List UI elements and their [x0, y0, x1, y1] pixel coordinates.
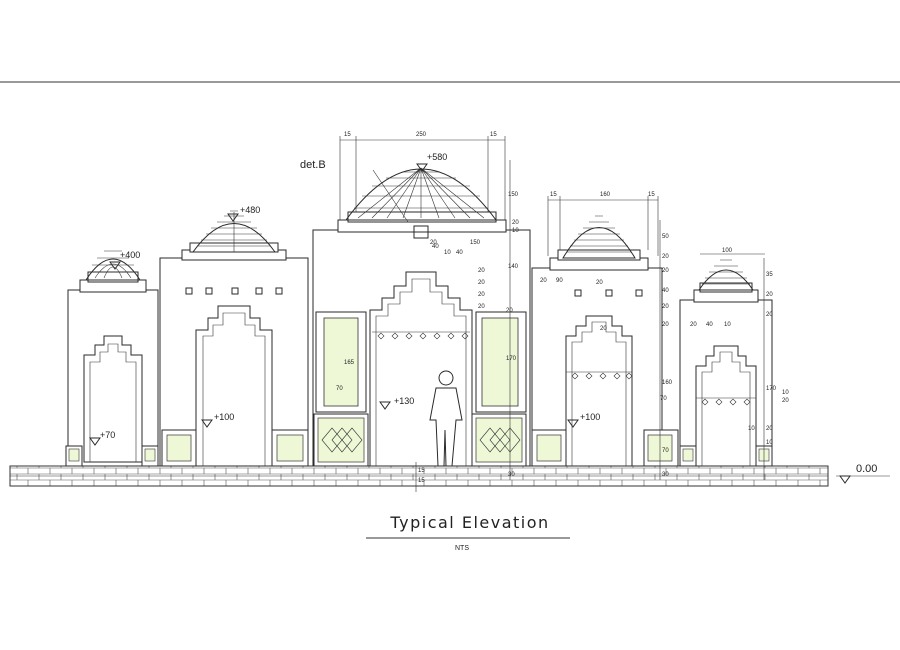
- dim-text: 70: [336, 386, 343, 392]
- dim-text: 15: [418, 478, 425, 484]
- dim-text: 20: [506, 308, 513, 314]
- dim-text: 50: [662, 234, 669, 240]
- dim-text: 40: [706, 322, 713, 328]
- dim-text: 70: [662, 448, 669, 454]
- human-figure: [429, 370, 463, 467]
- level-left-dome: +480: [240, 205, 260, 215]
- dim-text: 30: [508, 472, 515, 478]
- dim-text: 100: [722, 248, 733, 254]
- dim-text: 35: [766, 272, 773, 278]
- dimension-lines: [339, 136, 890, 492]
- level-far-left-dome: +400: [120, 250, 140, 260]
- dim-text: 30: [662, 472, 669, 478]
- dim-text: 10: [512, 228, 519, 234]
- right-main-tower: [531, 215, 679, 467]
- dim-text: 20: [766, 426, 773, 432]
- drawing-title: Typical Elevation: [389, 513, 549, 532]
- dim-text: 20: [782, 398, 789, 404]
- dim-text: 90: [556, 278, 563, 284]
- dim-text: 70: [660, 396, 667, 402]
- dim-text: 170: [506, 356, 517, 362]
- dim-text: 20: [662, 322, 669, 328]
- dim-text: 10: [766, 440, 773, 446]
- dim-text: 20: [478, 280, 485, 286]
- dim-text: 140: [508, 264, 519, 270]
- level-center-dome: +580: [427, 152, 447, 162]
- dim-text: 20: [512, 220, 519, 226]
- dim-text: 165: [344, 360, 355, 366]
- dim-text: 150: [508, 192, 519, 198]
- left-main-tower: [159, 210, 309, 467]
- dim-text: 40: [432, 244, 439, 250]
- dim-text: 160: [662, 380, 673, 386]
- dim-text: 160: [600, 192, 611, 198]
- ground-base: [9, 465, 829, 487]
- dim-text: 15: [418, 468, 425, 474]
- scale-note: NTS: [455, 545, 469, 552]
- far-left-tower: [65, 250, 159, 467]
- dim-text: 20: [540, 278, 547, 284]
- dim-text: 20: [662, 254, 669, 260]
- level-right-floor: +100: [580, 412, 600, 422]
- dim-text: 20: [478, 292, 485, 298]
- dim-text: 10: [724, 322, 731, 328]
- dim-text: 20: [478, 304, 485, 310]
- dim-text: 20: [662, 268, 669, 274]
- dim-text: 40: [456, 250, 463, 256]
- dim-text: 15: [648, 192, 655, 198]
- dim-text: 15: [344, 132, 351, 138]
- dim-text: 20: [600, 326, 607, 332]
- dim-text: 170: [766, 386, 777, 392]
- dim-text: 20: [662, 304, 669, 310]
- dim-text: 250: [416, 132, 427, 138]
- dim-text: 20: [766, 312, 773, 318]
- dim-text: 20: [766, 292, 773, 298]
- dim-text: 15: [550, 192, 557, 198]
- level-ground: 0.00: [856, 463, 877, 475]
- dim-text: 10: [782, 390, 789, 396]
- dim-text: 20: [478, 268, 485, 274]
- dim-text: 150: [470, 240, 481, 246]
- level-center-floor: +130: [394, 396, 414, 406]
- title-block: Typical Elevation NTS: [366, 513, 570, 552]
- dim-text: 40: [662, 288, 669, 294]
- dim-text: 20: [596, 280, 603, 286]
- dim-text: 20: [430, 240, 437, 246]
- central-tower: [312, 167, 531, 467]
- detail-reference: det.B: [300, 159, 326, 171]
- level-far-left-floor: +70: [100, 430, 115, 440]
- level-markers: [89, 163, 851, 484]
- far-right-tower: [679, 259, 773, 467]
- dim-text: 10: [444, 250, 451, 256]
- dim-text: 20: [690, 322, 697, 328]
- dim-text: 15: [490, 132, 497, 138]
- dim-text: 10: [748, 426, 755, 432]
- labels: +580 +480 +400 +130 +100 +100 +70 0.00 d…: [100, 132, 877, 484]
- level-left-floor: +100: [214, 412, 234, 422]
